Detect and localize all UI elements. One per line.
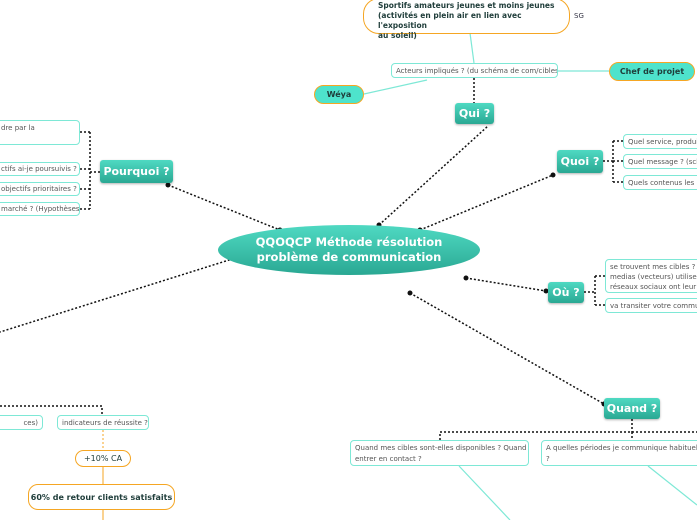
pourquoi-item[interactable]: marché ? (Hypothèses) <box>0 202 80 216</box>
ou-item-line: réseaux sociaux ont leur p <box>610 283 697 291</box>
ou-item-line: medias (vecteurs) utilisent <box>610 273 697 281</box>
quand-item-line: Quand mes cibles sont-elles disponibles … <box>355 444 527 452</box>
cible-line1: Sportifs amateurs jeunes et moins jeunes <box>378 1 555 10</box>
weya-node[interactable]: Wéya <box>314 85 364 104</box>
central-topic-line1: QQOQCP Méthode résolution <box>255 235 443 249</box>
quoi-item[interactable]: Quels contenus les i <box>623 175 697 190</box>
quoi-item[interactable]: Quel service, produit <box>623 134 697 149</box>
left-item[interactable]: ces) <box>0 415 43 430</box>
topic-qui[interactable]: Qui ? <box>455 103 494 124</box>
quand-item[interactable]: Quand mes cibles sont-elles disponibles … <box>350 440 529 466</box>
central-topic[interactable]: QQOQCP Méthode résolution problème de co… <box>218 225 480 275</box>
acteurs-node[interactable]: Acteurs impliqués ? (du schéma de com/ci… <box>391 63 558 78</box>
quand-item[interactable]: A quelles périodes je communique habitue… <box>541 440 697 466</box>
ou-item[interactable]: va transiter votre commun <box>605 298 697 313</box>
quand-item-line: ? <box>546 455 550 463</box>
ou-item[interactable]: se trouvent mes cibles ? en medias (vect… <box>605 259 697 293</box>
central-topic-line2: problème de communication <box>256 250 442 264</box>
cible-line2: (activités en plein air en lien avec l'e… <box>378 11 522 30</box>
indicateurs-node[interactable]: indicateurs de réussite ? <box>57 415 149 430</box>
topic-pourquoi[interactable]: Pourquoi ? <box>100 160 173 183</box>
ou-item-line: se trouvent mes cibles ? en <box>610 263 697 271</box>
ca-node[interactable]: +10% CA <box>75 450 131 467</box>
pourquoi-item[interactable]: dre par la <box>0 120 80 145</box>
topic-quand[interactable]: Quand ? <box>604 398 660 419</box>
cible-line3: au soleil) <box>378 31 417 40</box>
chef-de-projet-node[interactable]: Chef de projet <box>609 62 695 81</box>
quand-item-line: entrer en contact ? <box>355 455 422 463</box>
quand-item-line: A quelles périodes je communique habitue… <box>546 444 697 452</box>
topic-ou[interactable]: Où ? <box>548 282 584 303</box>
satisfaits-node[interactable]: 60% de retour clients satisfaits <box>28 484 175 510</box>
cible-tag: SG <box>574 12 584 20</box>
cible-node[interactable]: Sportifs amateurs jeunes et moins jeunes… <box>363 0 570 40</box>
pourquoi-item[interactable]: ctifs ai-je poursuivis ? <box>0 162 80 176</box>
quoi-item[interactable]: Quel message ? (sch <box>623 154 697 169</box>
pourquoi-item[interactable]: objectifs prioritaires ? <box>0 182 80 196</box>
topic-quoi[interactable]: Quoi ? <box>557 150 603 173</box>
